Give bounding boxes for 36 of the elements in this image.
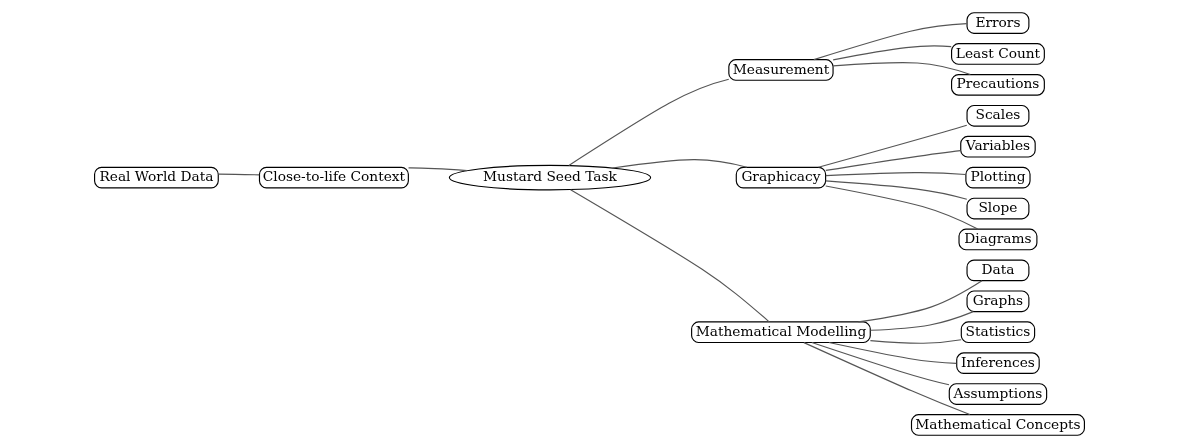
- connector: [824, 180, 967, 200]
- node-box: Precautions: [950, 74, 1045, 96]
- node-box: Real World Data: [93, 166, 219, 189]
- node-box: Mathematical Modelling: [690, 321, 871, 344]
- connector: [217, 173, 260, 176]
- connector: [611, 159, 747, 169]
- node-box: Statistics: [960, 321, 1035, 344]
- node-box: Least Count: [950, 43, 1045, 65]
- node-box: Errors: [965, 12, 1029, 34]
- node-box: Close-to-life Context: [258, 166, 409, 189]
- node-ellipse: Mustard Seed Task: [448, 164, 651, 191]
- node-box: Graphs: [965, 290, 1029, 313]
- connector: [827, 341, 957, 364]
- connector: [569, 189, 770, 323]
- connector: [869, 339, 962, 344]
- connector: [407, 167, 468, 172]
- node-box: Slope: [965, 197, 1029, 220]
- connector: [869, 311, 974, 331]
- node-box: Plotting: [964, 166, 1031, 189]
- node-box: Mathematical Concepts: [910, 414, 1085, 436]
- connector: [857, 280, 983, 323]
- node-box: Diagrams: [957, 228, 1037, 251]
- connector: [812, 23, 967, 61]
- node-box: Variables: [959, 135, 1036, 158]
- node-box: Assumptions: [948, 383, 1047, 405]
- connector: [824, 172, 966, 177]
- connector: [832, 45, 952, 61]
- node-box: Inferences: [955, 352, 1040, 374]
- connector: [810, 341, 950, 386]
- connector: [567, 78, 729, 167]
- connector: [824, 150, 961, 171]
- node-box: Scales: [965, 104, 1029, 127]
- node-box: Data: [965, 259, 1029, 282]
- node-box: Measurement: [727, 59, 834, 81]
- connector: [817, 124, 967, 168]
- node-box: Graphicacy: [735, 166, 826, 189]
